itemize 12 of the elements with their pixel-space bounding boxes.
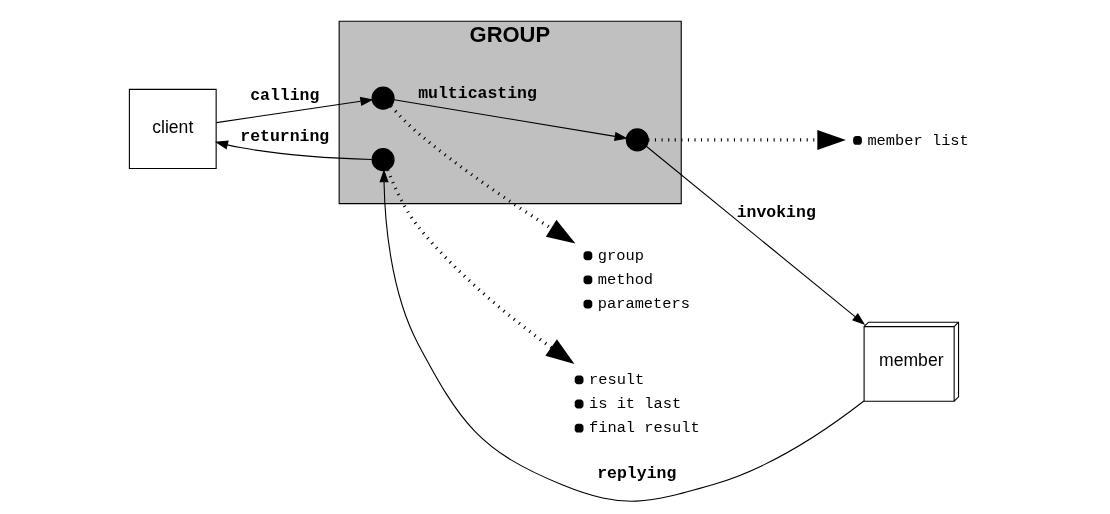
edge-label: invoking (736, 202, 816, 222)
node-label: parameters (597, 295, 690, 314)
node-label: member list (866, 131, 969, 150)
edge-label: replying (596, 464, 676, 484)
edge-label: calling (249, 86, 319, 106)
node-label: method (597, 270, 653, 289)
node-label: group (597, 246, 644, 265)
node-label: final result (588, 419, 700, 438)
edge-label: returning (239, 126, 329, 146)
node-label: result (588, 370, 644, 389)
node-label: is it last (588, 395, 681, 414)
edge-label: multicasting (417, 84, 537, 104)
